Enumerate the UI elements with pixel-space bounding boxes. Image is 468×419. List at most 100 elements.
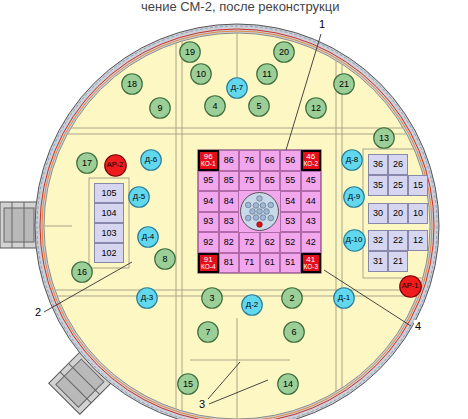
structure-line [30, 296, 450, 297]
channel-number: 10 [413, 209, 423, 218]
reflector-cell: 103 [94, 223, 124, 243]
core-cell: 71 [239, 253, 260, 274]
callout-holder: 3 [198, 398, 206, 411]
vessel-wall [35, 24, 439, 419]
channel-number: 55 [285, 176, 295, 185]
core-cell: 76 [239, 150, 260, 171]
structure-line [30, 290, 450, 291]
channel-circle [399, 275, 421, 297]
channel-number: 22 [393, 236, 403, 245]
callout-holder: 4 [414, 320, 422, 333]
channel-number: 103 [101, 229, 116, 238]
channel-number: 42 [306, 238, 316, 247]
core-cell: 84 [219, 191, 240, 212]
channel-circle [334, 288, 355, 309]
compensating-rod-cell: 91КО-4 [198, 253, 219, 274]
fuel-channel-circle: 20 [273, 41, 295, 63]
reflector-cell: 104 [94, 203, 124, 223]
channel-circle [198, 322, 219, 343]
reflector-cell: 20 [388, 203, 408, 224]
fuel-pin [257, 209, 263, 215]
structure-line [237, 20, 238, 80]
core-cell: 56 [280, 150, 301, 171]
core-cell: 81 [219, 253, 240, 274]
channel-number: 62 [265, 238, 275, 247]
fuel-channel-circle: 10 [190, 63, 212, 85]
channel-number: 105 [101, 189, 116, 198]
leader-line [44, 262, 132, 312]
reflector-cell: 31 [368, 251, 388, 272]
channel-number: 83 [224, 217, 234, 226]
channel-number: 81 [224, 258, 234, 267]
channel-number: Д-9 [348, 193, 361, 201]
vessel-layer [37, 26, 437, 419]
fuel-channel-circle: 16 [71, 261, 93, 283]
channel-number: 35 [373, 181, 383, 190]
core-cell: 54 [280, 191, 301, 212]
channel-number: 26 [393, 160, 403, 169]
channel-number: Д-6 [145, 156, 158, 164]
reflector-cell: 10 [408, 203, 428, 224]
fuel-channel-circle: 19 [179, 41, 201, 63]
channel-circle [205, 96, 226, 117]
channel-circle [150, 98, 171, 119]
channel-number: 53 [285, 217, 295, 226]
structure-line [176, 20, 177, 419]
core-cell: 45 [301, 171, 322, 192]
structure-lines [30, 20, 450, 419]
fuel-channel-circle: 21 [333, 73, 355, 95]
channel-circle [141, 150, 162, 171]
fuel-pin [245, 202, 251, 208]
fuel-channel-circle: 12 [305, 97, 327, 119]
core-cell: 42 [301, 232, 322, 253]
channel-circle [306, 98, 327, 119]
core-cell: 43 [301, 212, 322, 233]
callout-number: 3 [198, 398, 206, 411]
core-cell: 92 [198, 232, 219, 253]
channel-circle [137, 288, 158, 309]
channel-number: 44 [306, 197, 316, 206]
fuel-pin [260, 215, 266, 221]
channel-number: 65 [265, 176, 275, 185]
channel-number: 32 [373, 236, 383, 245]
central-channel [241, 193, 279, 231]
channel-circle [104, 154, 126, 176]
channel-number: 17 [82, 159, 92, 168]
fuel-channel-circle: 18 [121, 73, 143, 95]
channel-number: 41 [306, 256, 315, 264]
structure-line [30, 226, 72, 227]
core-cell: 72 [239, 232, 260, 253]
channel-circle [178, 374, 199, 395]
channel-number: 10 [196, 70, 206, 79]
detector-channel-circle: Д-2 [241, 294, 263, 316]
channel-circle [282, 288, 303, 309]
detector-channel-circle: Д-3 [136, 287, 158, 309]
channel-number: Д-7 [231, 84, 244, 92]
reflector-cell: 26 [388, 154, 408, 175]
left-nozzle [0, 202, 40, 248]
channel-number: 52 [285, 238, 295, 247]
core-cell: 51 [280, 253, 301, 274]
channel-number: Д-5 [133, 193, 146, 201]
channel-number: 18 [127, 80, 137, 89]
detector-channel-circle: Д-7 [226, 77, 248, 99]
core-cell: 95 [198, 171, 219, 192]
channel-number: 4 [212, 102, 217, 111]
channel-circle [138, 227, 159, 248]
channel-circle [155, 249, 176, 270]
channel-number: Д-2 [246, 301, 259, 309]
callout-holder: 2 [34, 306, 42, 319]
channel-number: 104 [101, 209, 116, 218]
channel-circle [257, 64, 278, 85]
reflector-cell: 22 [388, 230, 408, 251]
channel-number: 19 [185, 48, 195, 57]
channel-circle [274, 42, 295, 63]
callout-number: 1 [318, 18, 326, 31]
channel-number: 8 [162, 255, 167, 264]
core-cell: 52 [280, 232, 301, 253]
fuel-channel-circle: 7 [197, 321, 219, 343]
structure-line [237, 318, 238, 419]
fuel-channel-circle: 2 [281, 287, 303, 309]
leader-lines [44, 34, 411, 404]
fuel-pin [253, 215, 259, 221]
